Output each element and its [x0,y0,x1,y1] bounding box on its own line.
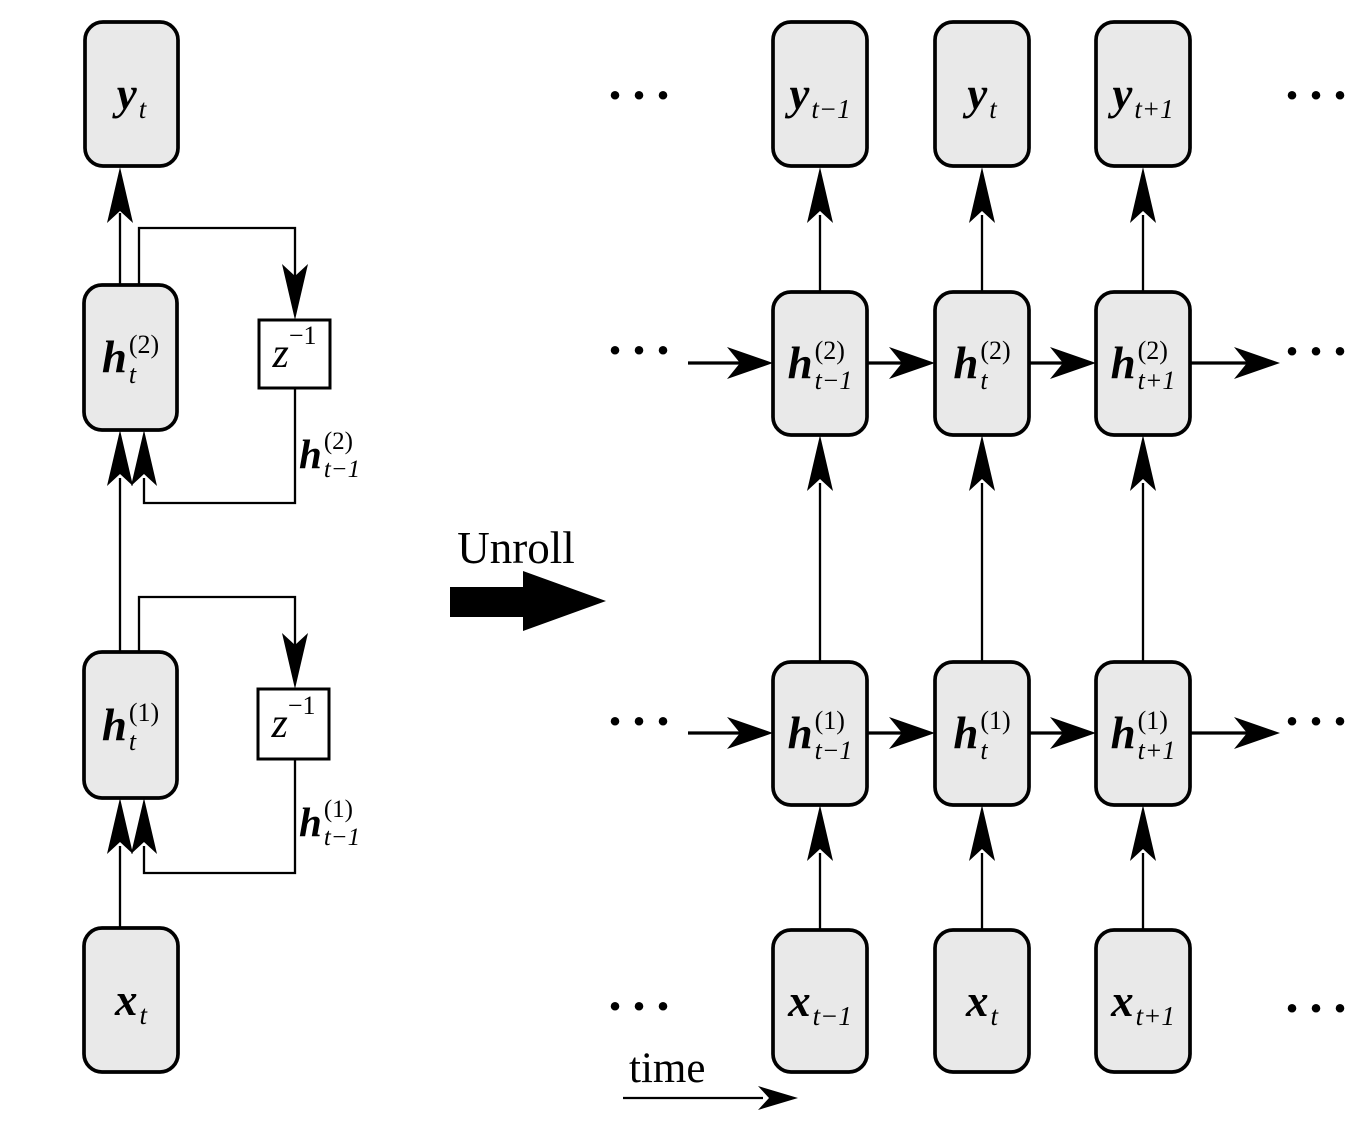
ellipsis-h2-left: ... [606,311,680,366]
node-h2-t-minus-1: h(2)t−1 [787,336,853,395]
edge-h2-to-z2 [137,226,297,285]
label-h2-prev: h(2)t−1 [299,428,361,483]
right-unrolled-network [688,20,1280,1074]
time-axis-head [758,1086,798,1110]
node-box-x-t [82,926,180,1074]
ellipsis-h1-left: ... [606,682,680,737]
node-box-h2-t [82,283,179,432]
delay-box-z2 [257,318,332,390]
node-box-y-t-unrolled [933,20,1031,168]
node-h2-t-plus-1: h(2)t+1 [1110,336,1176,395]
ellipsis-h2-right: ... [1283,312,1357,367]
time-label: time [629,1045,706,1092]
ellipsis-h1-right: ... [1283,682,1357,737]
node-h1-t-plus-1: h(1)t+1 [1110,706,1176,765]
node-h1-t: h(1)t [953,706,1011,765]
node-h1-t-left: h(1)t [101,697,160,756]
edge-h1-to-z1 [137,595,297,652]
delay-z1: z−1 [271,691,316,747]
node-h1-t-minus-1: h(1)t−1 [787,706,853,765]
right-horizontal-edges [688,361,1247,735]
time-axis-arrow [623,1086,798,1110]
delay-box-z1 [256,687,331,761]
delay-z2: z−1 [272,321,317,377]
unroll-arrow [450,571,606,631]
unroll-label: Unroll [457,523,575,573]
ellipsis-x-right: ... [1283,969,1357,1024]
label-h1-prev: h(1)t−1 [299,796,361,851]
node-h2-t: h(2)t [953,336,1011,395]
edge-z1-to-h1 [142,759,297,875]
ellipsis-y-right: ... [1283,56,1357,111]
left-arrowheads [107,167,308,854]
ellipsis-y-left: ... [606,56,680,111]
node-box-y-tp1 [1094,20,1192,168]
node-box-y-t [83,20,180,168]
node-box-y-tm1 [771,20,869,168]
ellipsis-x-left: ... [606,967,680,1022]
edge-z2-to-h2 [142,388,297,505]
left-folded-network [82,20,332,1074]
node-box-h1-t [82,650,179,800]
node-h2-t-left: h(2)t [101,330,160,389]
right-vertical-edges [818,215,1145,930]
node-label: y [116,68,137,119]
right-arrowheads [727,167,1280,861]
